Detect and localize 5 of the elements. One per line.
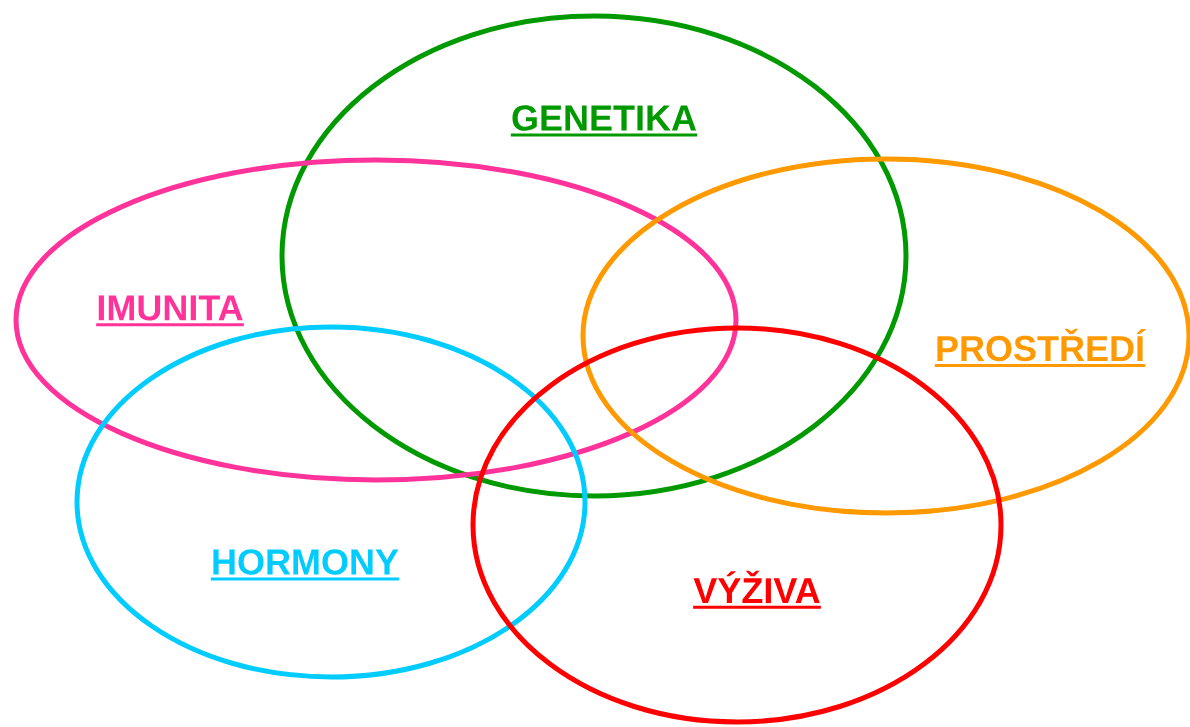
label: GENETIKA (510, 105, 698, 137)
label: HORMONY (210, 549, 400, 581)
label: PROSTŘEDÍ (934, 328, 1146, 367)
label: IMUNITA (96, 295, 244, 327)
label: VÝŽIVA (693, 570, 821, 609)
